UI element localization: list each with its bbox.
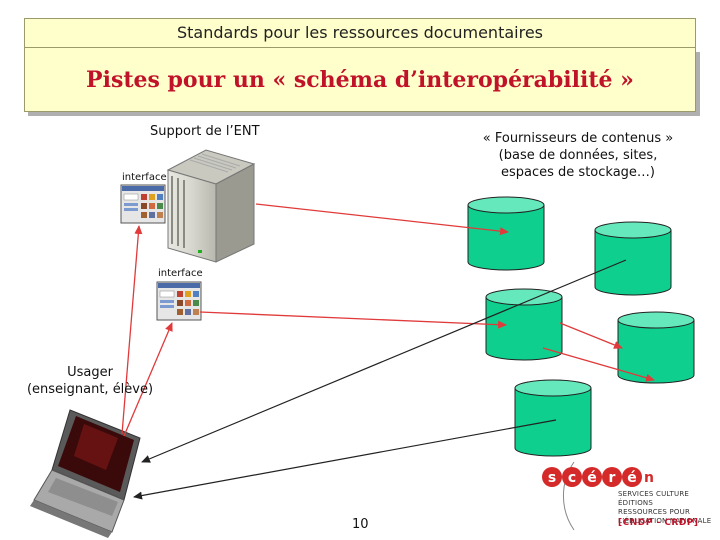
browser-window-icon — [156, 281, 202, 321]
browser-window-icon — [120, 184, 166, 224]
logo-text-line: L’ÉDUCATION NATIONALE — [618, 517, 712, 525]
providers-label-line: (base de données, sites, — [498, 148, 658, 163]
logo-letter: é — [587, 470, 597, 486]
logo-text-line: RESSOURCES POUR — [618, 508, 691, 516]
sceren-logo-icon: s c é r é n — [542, 461, 654, 531]
providers-label: « Fournisseurs de contenus » (base de do… — [446, 130, 710, 181]
user-label: Usager (enseignant, élève) — [4, 364, 176, 398]
database-cylinder-icon — [514, 379, 592, 457]
arrow-laptop-to-interface-2 — [123, 322, 173, 437]
user-label-line: (enseignant, élève) — [26, 382, 154, 397]
providers-label-line: « Fournisseurs de contenus » — [482, 131, 674, 146]
logo-letter: n — [644, 470, 654, 486]
interface-label: interface — [122, 172, 167, 183]
slide-header-text: Standards pour les ressources documentai… — [176, 23, 543, 42]
arrow-laptop-to-interface — [121, 225, 143, 435]
arrow-db2-to-laptop — [141, 259, 627, 463]
providers-label-line: espaces de stockage…) — [501, 165, 655, 180]
red-arrows — [121, 203, 655, 437]
logo-letter: é — [627, 470, 637, 486]
database-cylinder-icon — [485, 288, 563, 361]
slide-header-band: Standards pour les ressources documentai… — [24, 18, 696, 48]
logo-text: SERVICES CULTURE ÉDITIONS RESSOURCES POU… — [618, 490, 720, 526]
logo-letter: c — [568, 470, 576, 486]
page-number: 10 — [352, 517, 369, 532]
dark-arrows — [133, 259, 627, 500]
ent-support-label: Support de l’ENT — [150, 124, 260, 139]
arrow-db3-to-db4 — [559, 322, 623, 349]
logo-letter: r — [609, 470, 616, 486]
interface-label: interface — [158, 268, 203, 279]
logo-cndp-text: [CNDP - CRDP] — [618, 518, 699, 528]
laptop-icon — [30, 409, 141, 538]
database-cylinder-icon — [594, 221, 672, 296]
database-cylinder-icon — [617, 311, 695, 384]
arrow-server-to-db3 — [199, 311, 507, 329]
logo-text-line: SERVICES CULTURE ÉDITIONS — [618, 490, 690, 507]
user-label-line: Usager — [67, 365, 113, 380]
database-cylinder-icon — [467, 196, 545, 271]
arrow-db5-to-laptop — [133, 419, 557, 500]
logo-letter: s — [548, 470, 556, 486]
server-tower-icon — [166, 149, 256, 263]
slide-title-text: Pistes pour un « schéma d’interopérabili… — [86, 67, 634, 93]
slide-title: Pistes pour un « schéma d’interopérabili… — [24, 48, 696, 112]
arrow-db3-to-db5 — [542, 347, 655, 382]
arrow-server-to-db1 — [255, 203, 509, 236]
